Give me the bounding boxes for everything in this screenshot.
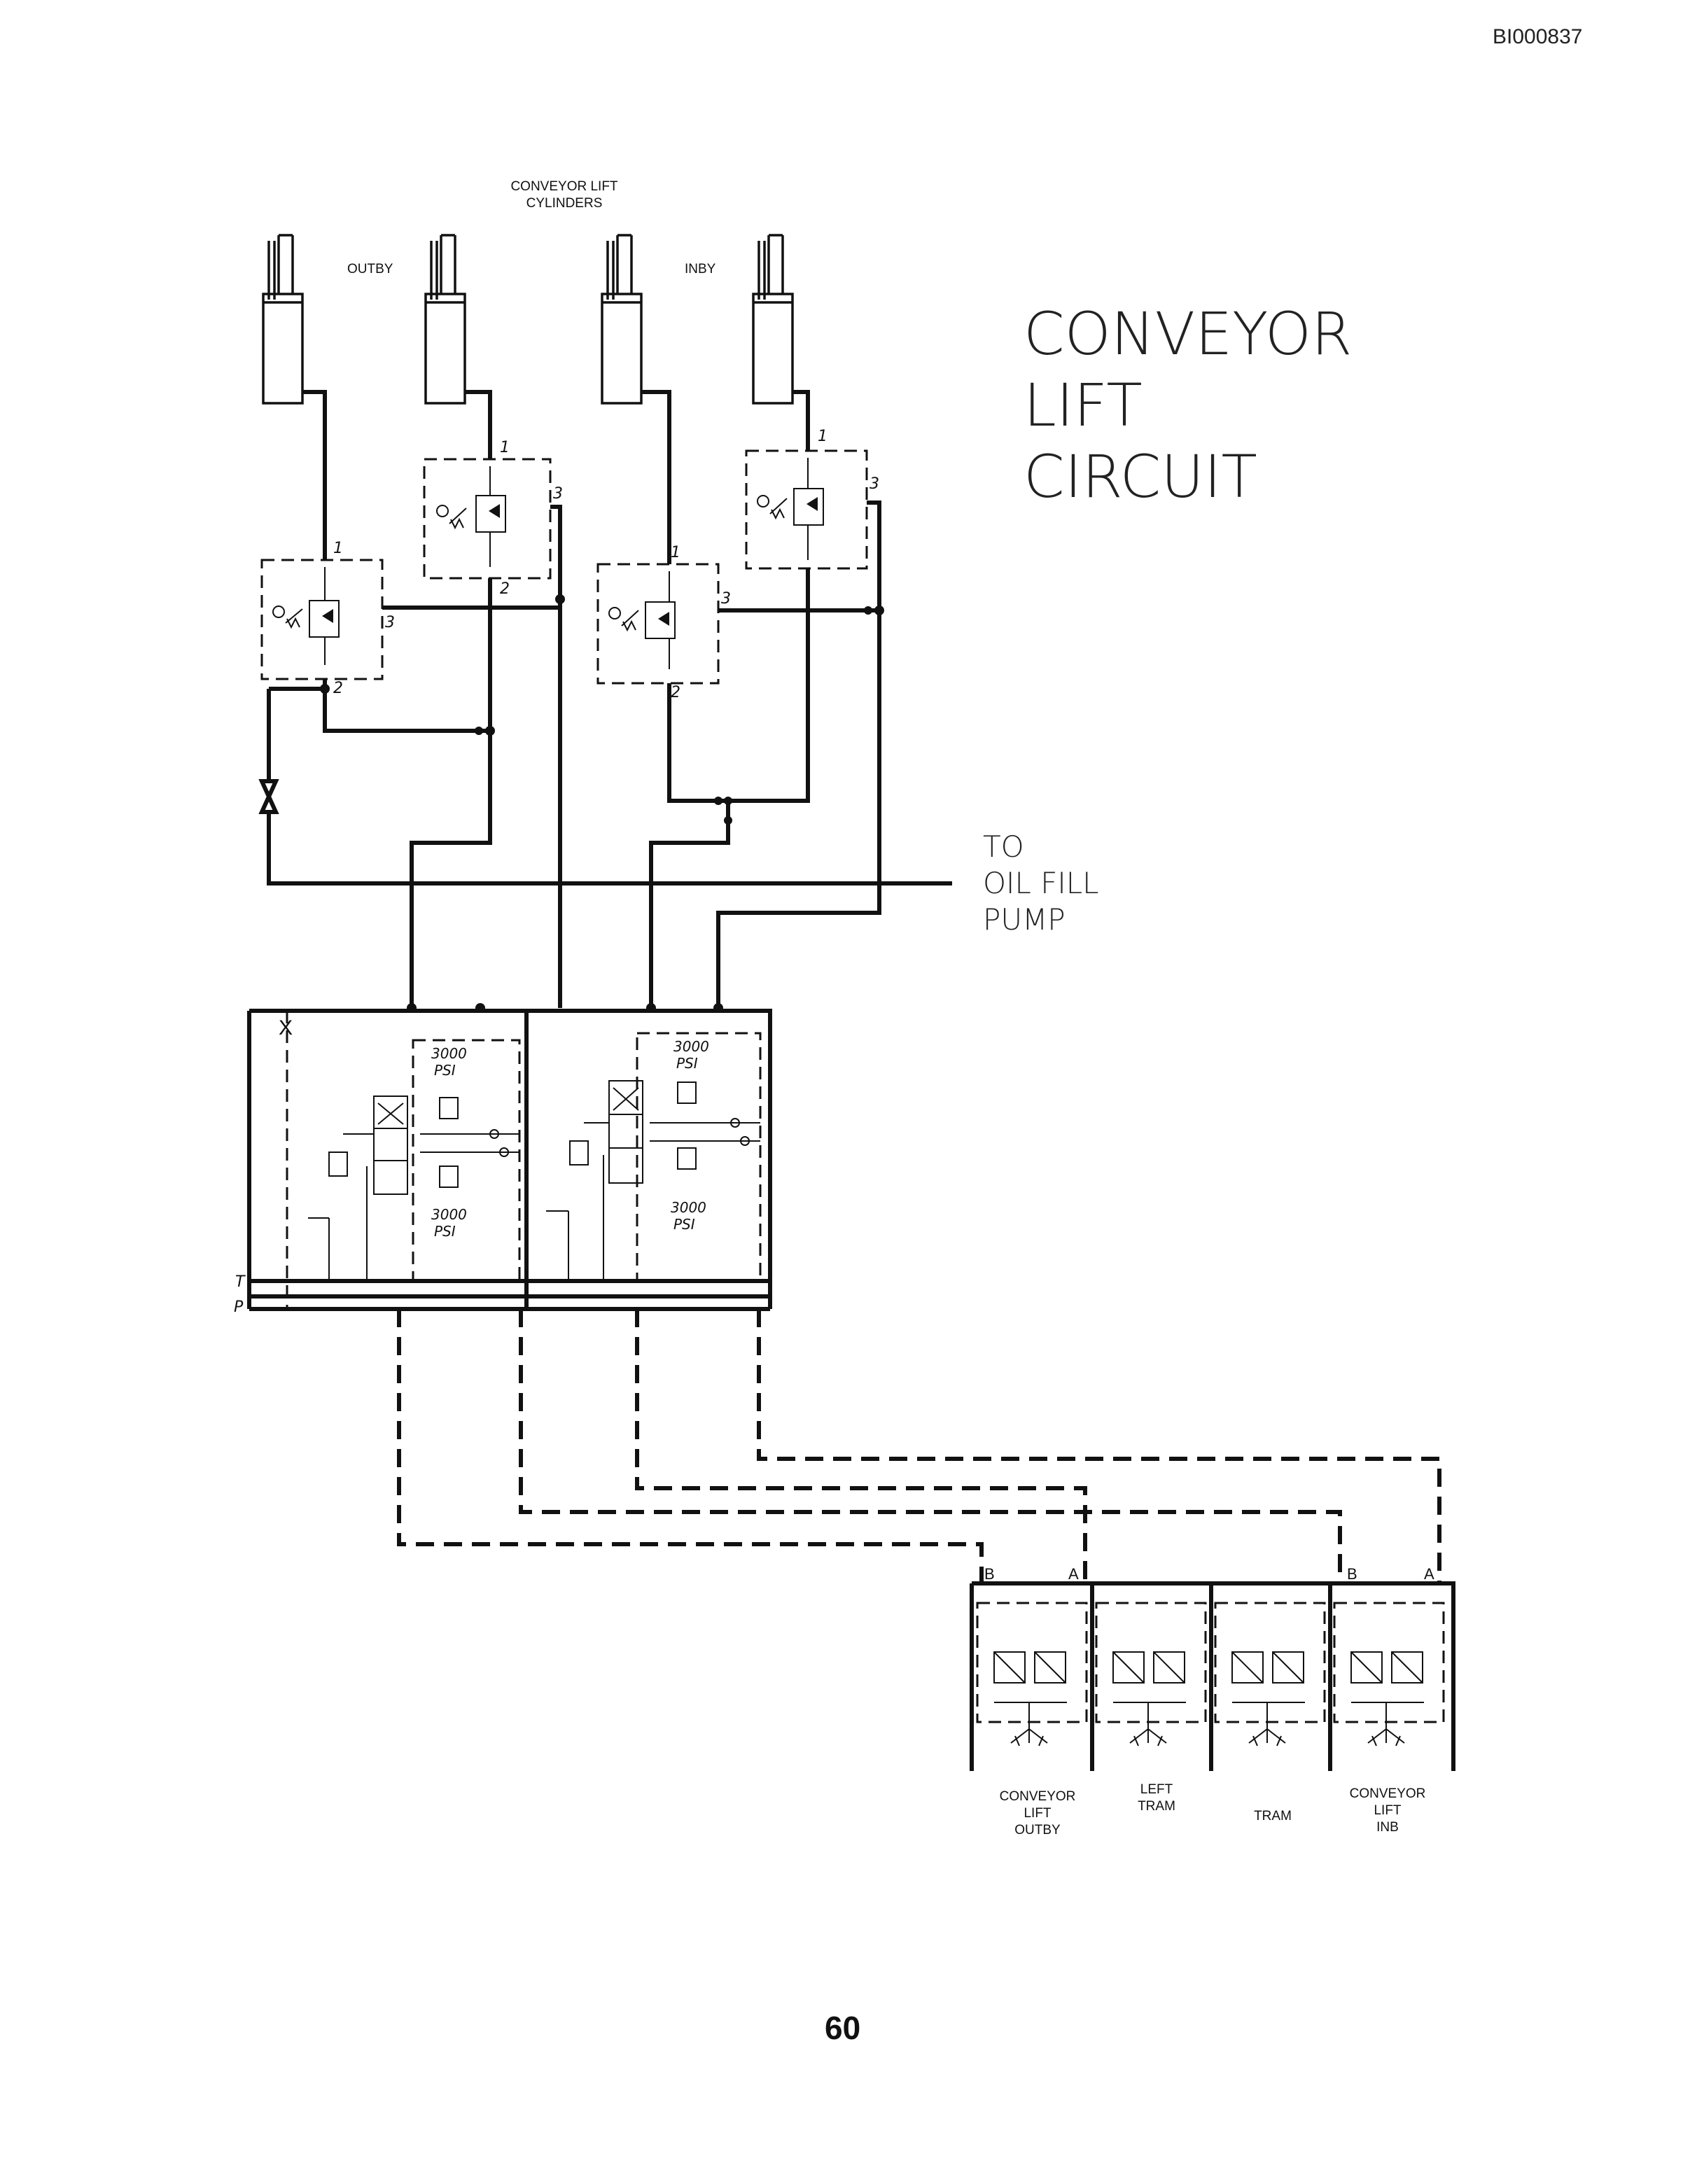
- port-label-1: 1: [671, 544, 680, 561]
- port-label-2: 2: [671, 684, 680, 701]
- pilot-label-1-line-3: OUTBY: [1014, 1823, 1061, 1837]
- oil-fill-line-3: PUMP: [983, 902, 1066, 937]
- pilot-port-b: B: [984, 1565, 995, 1583]
- inby-label: INBY: [685, 262, 716, 276]
- pilot-section-1: [976, 1602, 1088, 1746]
- cylinder-outby-1: [262, 234, 304, 405]
- valve-section-inby: 3000 PSI 3000 PSI: [546, 1032, 762, 1282]
- port-label-1: 1: [818, 428, 827, 445]
- relief-setting-lower-1: 3000: [671, 1199, 706, 1216]
- pressure-port-label: P: [234, 1298, 244, 1316]
- port-label-3: 3: [385, 614, 395, 631]
- pilot-label-4-line-1: CONVEYOR: [1350, 1786, 1426, 1801]
- relief-setting-upper-2: PSI: [676, 1055, 698, 1072]
- cylinder-outby-2: [424, 234, 466, 405]
- relief-setting-upper-1: 3000: [673, 1038, 709, 1055]
- cylinders-heading-2: CYLINDERS: [526, 196, 603, 211]
- line-cyl-inby-1: [641, 390, 671, 564]
- port-label-2: 2: [500, 580, 510, 598]
- relief-setting-lower-2: PSI: [434, 1223, 456, 1240]
- pilot-label-1-line-1: CONVEYOR: [1000, 1789, 1076, 1804]
- pilot-port-a: A: [1068, 1565, 1079, 1583]
- port-label-3: 3: [870, 475, 879, 493]
- port-label-1: 1: [333, 540, 343, 557]
- valve-section-outby: 3000 PSI 3000 PSI: [308, 1039, 521, 1282]
- tank-port-label: T: [235, 1273, 246, 1291]
- oil-fill-line-2: OIL FILL: [983, 866, 1099, 900]
- line-cyl-outby-1: [302, 390, 327, 560]
- pilot-port-a: A: [1424, 1565, 1434, 1583]
- relief-setting-lower-2: PSI: [673, 1216, 695, 1233]
- x-port-mark: X: [279, 1016, 293, 1040]
- pilot-label-4-line-2: LIFT: [1374, 1803, 1401, 1818]
- pilot-port-b: B: [1347, 1565, 1357, 1583]
- port-label-2: 2: [333, 680, 343, 697]
- pilot-label-1-line-2: LIFT: [1024, 1806, 1051, 1821]
- relief-setting-lower-1: 3000: [431, 1206, 467, 1223]
- counterbalance-valve-outby-lower: 1 3 2: [260, 540, 395, 697]
- pilot-label-2-line-2: TRAM: [1138, 1799, 1175, 1814]
- line-cyl-outby-2: [465, 390, 492, 459]
- pilot-section-4: [1333, 1602, 1445, 1746]
- port-label-1: 1: [500, 439, 510, 456]
- cylinder-inby-2: [752, 234, 794, 405]
- pilot-section-2: [1095, 1602, 1207, 1746]
- relief-setting-upper-1: 3000: [431, 1045, 467, 1062]
- counterbalance-valve-inby-lower: 1 3 2: [596, 544, 731, 701]
- pilot-label-2-line-1: LEFT: [1140, 1782, 1173, 1797]
- counterbalance-valve-outby-upper: 1 3 2: [423, 439, 563, 598]
- outby-label: OUTBY: [347, 262, 393, 276]
- cylinder-inby-1: [601, 234, 643, 405]
- document-id: BI000837: [1493, 25, 1583, 48]
- cylinders-heading-1: CONVEYOR LIFT: [510, 179, 617, 194]
- title-line-1: CONVEYOR: [1024, 300, 1352, 368]
- relief-setting-upper-2: PSI: [434, 1062, 456, 1079]
- pilot-control-bank: B A B A: [970, 1565, 1455, 1771]
- main-valve-bank: X T P 3000 PSI 3000 PSI: [234, 1003, 772, 1316]
- pilot-section-3: [1214, 1602, 1326, 1746]
- valve-interconnect-lines: [258, 500, 952, 1008]
- oil-fill-line-1: TO: [983, 830, 1024, 864]
- title-line-3: CIRCUIT: [1024, 442, 1257, 511]
- port-label-3: 3: [721, 590, 731, 608]
- pilot-lines: [397, 1309, 1441, 1583]
- port-label-3: 3: [553, 485, 563, 503]
- counterbalance-valve-inby-upper: 1 3: [745, 428, 879, 570]
- pilot-label-4-line-3: INB: [1376, 1820, 1399, 1835]
- line-cyl-inby-2: [792, 390, 810, 451]
- pilot-label-3-line-1: TRAM: [1254, 1809, 1292, 1823]
- page-number: 60: [825, 2010, 861, 2046]
- title-line-2: LIFT: [1024, 371, 1143, 440]
